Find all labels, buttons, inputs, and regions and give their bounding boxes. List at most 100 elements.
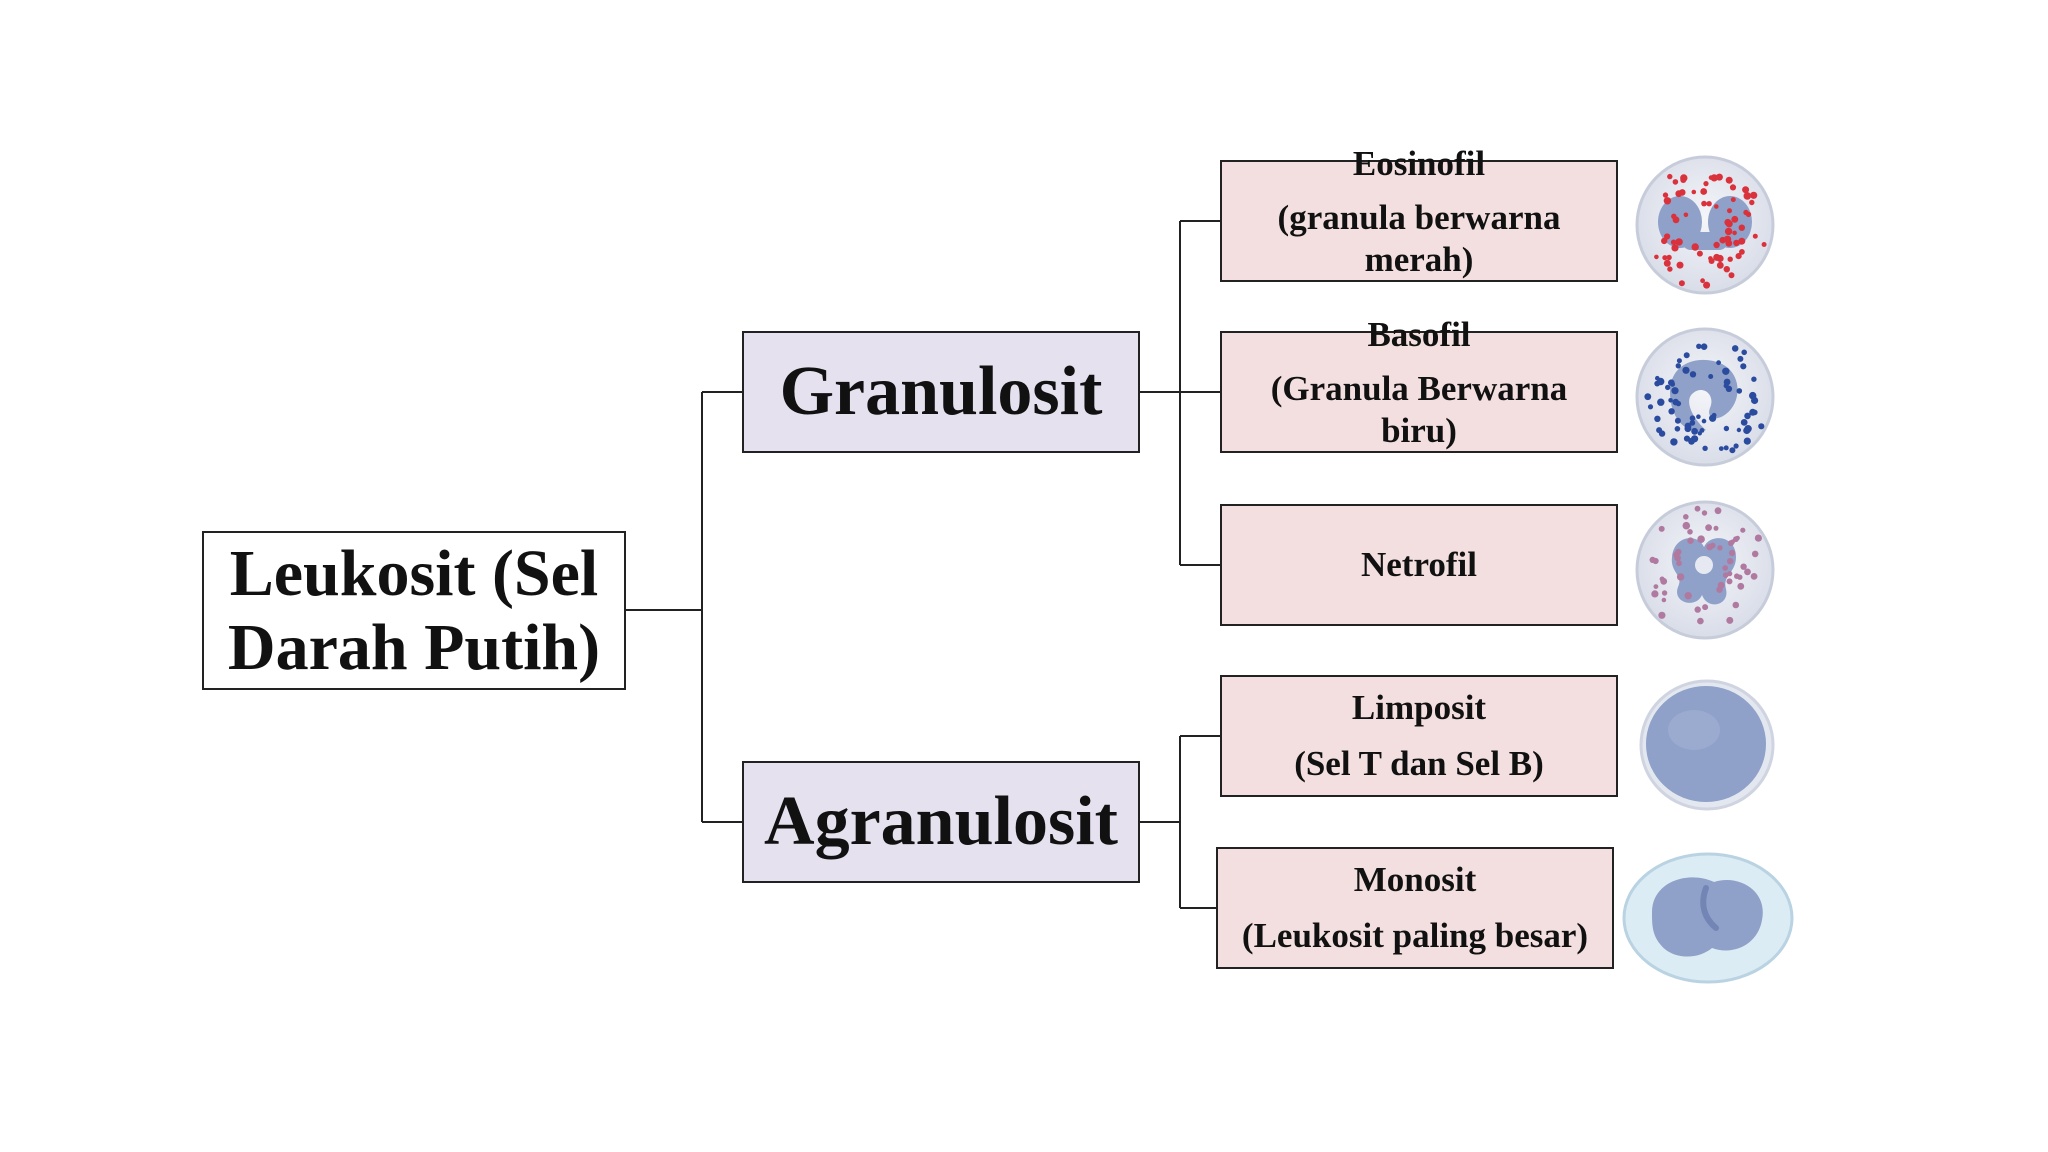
granule-dot xyxy=(1655,375,1660,381)
granule-dot xyxy=(1674,426,1681,432)
granule-dot xyxy=(1731,345,1739,352)
granule-dot xyxy=(1736,427,1742,433)
granule-dot xyxy=(1701,510,1708,516)
leaf-desc-2: merah) xyxy=(1364,240,1474,279)
granule-dot xyxy=(1741,349,1747,356)
granule-dot xyxy=(1666,254,1672,261)
granule-dot xyxy=(1726,578,1733,585)
granule-dot xyxy=(1687,537,1694,544)
granule-dot xyxy=(1733,443,1739,449)
granule-dot xyxy=(1706,201,1712,207)
granule-dot xyxy=(1729,184,1737,191)
granule-dot xyxy=(1736,388,1743,394)
granule-dot xyxy=(1696,414,1701,419)
granule-dot xyxy=(1744,568,1751,576)
granule-dot xyxy=(1715,173,1723,181)
granule-dot xyxy=(1738,237,1746,245)
granule-dot xyxy=(1739,249,1745,255)
root-node-leukosit: Leukosit (Sel Darah Putih) xyxy=(202,531,626,690)
granule-dot xyxy=(1691,189,1697,195)
granule-dot xyxy=(1743,437,1751,445)
granule-dot xyxy=(1653,584,1659,589)
granule-dot xyxy=(1733,239,1740,247)
granule-dot xyxy=(1703,281,1711,289)
granule-dot xyxy=(1689,371,1697,378)
leaf-name: Basofil xyxy=(1367,315,1471,354)
granule-dot xyxy=(1672,179,1679,185)
granule-dot xyxy=(1696,343,1702,349)
granule-dot xyxy=(1726,616,1734,624)
granule-dot xyxy=(1675,238,1683,246)
granule-dot xyxy=(1718,446,1724,451)
granule-dot xyxy=(1737,582,1745,590)
granule-dot xyxy=(1735,535,1740,541)
granule-dot xyxy=(1696,250,1703,257)
granule-dot xyxy=(1657,398,1665,406)
granule-dot xyxy=(1684,425,1692,433)
leaf-desc-1: (Leukosit paling besar) xyxy=(1241,916,1589,955)
granule-dot xyxy=(1683,352,1690,359)
granule-dot xyxy=(1668,408,1675,415)
granule-dot xyxy=(1676,560,1682,567)
granule-dot xyxy=(1675,548,1682,556)
granule-dot xyxy=(1667,173,1673,180)
granule-dot xyxy=(1665,384,1671,391)
granule-dot xyxy=(1675,363,1681,369)
granule-dot xyxy=(1700,188,1708,195)
granule-dot xyxy=(1722,367,1730,375)
granule-dot xyxy=(1713,241,1720,249)
granule-dot xyxy=(1679,189,1686,196)
granule-dot xyxy=(1689,415,1696,421)
granule-dot xyxy=(1751,550,1759,558)
lymphocyte-cell-icon xyxy=(1639,679,1775,811)
granule-dot xyxy=(1722,565,1729,571)
eosinophil-cell-icon xyxy=(1635,155,1775,295)
granule-dot xyxy=(1684,592,1692,600)
granule-dot xyxy=(1750,191,1758,199)
granule-dot xyxy=(1699,428,1705,433)
granule-dot xyxy=(1658,430,1666,437)
granule-dot xyxy=(1676,358,1682,364)
granule-dot xyxy=(1725,385,1733,392)
granule-dot xyxy=(1674,417,1681,424)
granule-dot xyxy=(1761,242,1767,247)
granule-dot xyxy=(1740,563,1747,570)
monocyte-cell-icon xyxy=(1622,852,1794,984)
granule-dot xyxy=(1702,445,1708,451)
granule-dot xyxy=(1749,199,1755,206)
granule-dot xyxy=(1740,527,1746,533)
granule-dot xyxy=(1728,272,1735,279)
granule-dot xyxy=(1676,573,1685,581)
neutrophil-cell-icon xyxy=(1635,500,1775,640)
granule-dot xyxy=(1676,261,1684,269)
granule-dot xyxy=(1713,525,1719,531)
granule-dot xyxy=(1663,259,1671,267)
granule-dot xyxy=(1647,404,1654,410)
granule-dot xyxy=(1700,278,1705,284)
leaf-node-eosinofil: Eosinofil (granula berwarna merah) xyxy=(1220,144,1618,282)
granule-dot xyxy=(1658,611,1666,619)
granule-dot xyxy=(1744,425,1752,433)
granule-dot xyxy=(1750,573,1758,580)
granule-dot xyxy=(1714,204,1719,209)
granule-dot xyxy=(1649,556,1656,563)
leaf-node-monosit: Monosit (Leukosit paling besar) xyxy=(1216,847,1614,969)
granule-dot xyxy=(1691,427,1698,435)
granule-dot xyxy=(1732,601,1740,609)
granule-dot xyxy=(1727,256,1733,262)
granule-dot xyxy=(1663,197,1672,205)
granule-dot xyxy=(1697,535,1705,543)
granule-dot xyxy=(1728,549,1736,557)
granule-dot xyxy=(1744,412,1751,420)
granule-dot xyxy=(1654,254,1659,260)
granule-dot xyxy=(1723,445,1729,451)
granule-dot xyxy=(1737,574,1743,580)
granule-dot xyxy=(1740,419,1748,426)
leaf-desc-2: biru) xyxy=(1381,411,1457,450)
granule-dot xyxy=(1708,175,1714,180)
granule-dot xyxy=(1644,393,1652,401)
granule-dot xyxy=(1661,237,1668,245)
leaf-node-basofil: Basofil (Granula Berwarna biru) xyxy=(1220,315,1618,453)
granule-dot xyxy=(1691,435,1699,443)
granule-dot xyxy=(1738,224,1745,231)
